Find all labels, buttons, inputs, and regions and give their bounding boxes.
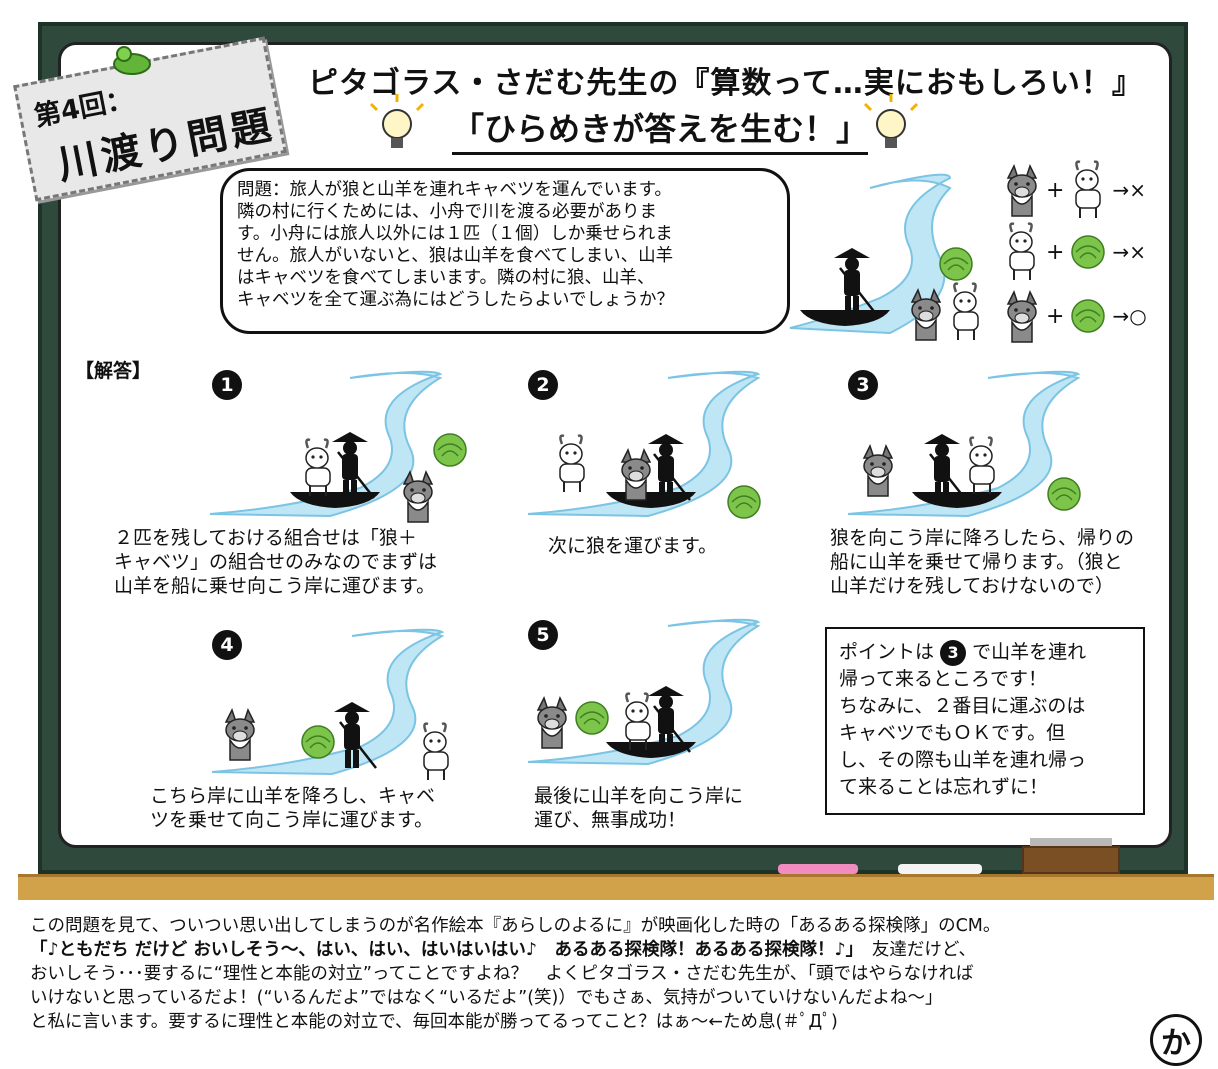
rule-result: →×: [1112, 240, 1146, 264]
step-number: 3: [848, 370, 878, 400]
problem-box: 問題：旅人が狼と山羊を連れキャベツを運んでいます。 隣の村に行くためには、小舟で…: [220, 168, 790, 334]
point-text: ポイントは: [839, 641, 935, 663]
step-3-illustration: [847, 370, 1081, 518]
eraser-felt: [1030, 838, 1112, 848]
point-line: 帰って来るところです！: [839, 668, 1048, 690]
caption-line: キャベツ」の組合せのみなのでまずは: [114, 551, 438, 573]
song-lyrics: 「♪ともだち だけど おいしそう～、はい、はい、はいはいはい♪ あるある探検隊！…: [30, 940, 855, 960]
point-box: ポイントは 3 で山羊を連れ 帰って来るところです！ ちなみに、２番目に運ぶのは…: [825, 627, 1145, 815]
step-caption: 最後に山羊を向こう岸に 運び、無事成功！: [534, 784, 743, 832]
plus-sign: +: [1046, 177, 1065, 203]
caption-line: 最後に山羊を向こう岸に: [534, 785, 744, 807]
step-number: 5: [528, 620, 558, 650]
problem-line: はキャベツを食べてしまいます。隣の村に狼、山羊、: [237, 268, 655, 288]
commentary-line: いけないと思っているだよ！(“いるんだよ”ではなく“いるだよ”(笑)）でもさぁ、…: [30, 988, 943, 1008]
problem-illustration: [789, 173, 980, 342]
plus-sign: +: [1046, 239, 1065, 265]
step-number: 4: [212, 630, 242, 660]
problem-line: 隣の村に行くためには、小舟で川を渡る必要がありま: [237, 202, 657, 222]
lightbulb-icon: [369, 94, 425, 148]
caption-line: ツを乗せて向こう岸に運びます。: [150, 809, 434, 831]
step-caption: 狼を向こう岸に降ろしたら、帰りの 船に山羊を乗せて帰ります。（狼と 山羊だけを残…: [830, 526, 1134, 598]
problem-line: 問題：旅人が狼と山羊を連れキャベツを運んでいます。: [237, 180, 672, 200]
goat-icon: [1008, 222, 1036, 282]
commentary-line: この問題を見て、ついつい思い出してしまうのが名作絵本『あらしのよるに』が映画化し…: [30, 916, 1001, 936]
pink-chalk: [778, 864, 858, 874]
rule-result: →×: [1112, 178, 1146, 202]
commentary-line: 「♪ともだち だけど おいしそう～、はい、はい、はいはいはい♪ あるある探検隊！…: [30, 938, 1200, 962]
caption-line: こちら岸に山羊を降ろし、キャベ: [150, 785, 436, 807]
eraser: [1022, 846, 1120, 874]
author-badge: か: [1150, 1014, 1202, 1066]
step-caption: こちら岸に山羊を降ろし、キャベ ツを乗せて向こう岸に運びます。: [150, 784, 435, 832]
step-caption: ２匹を残しておける組合せは「狼＋ キャベツ」の組合せのみなのでまずは 山羊を船に…: [114, 526, 437, 598]
step-number: 2: [528, 370, 558, 400]
wolf-icon: [1007, 291, 1037, 343]
caption-line: 船に山羊を乗せて帰ります。（狼と: [830, 551, 1123, 573]
cabbage-icon: [939, 247, 973, 281]
page-subtitle: 「ひらめきが答えを生む！」: [452, 104, 869, 155]
caption-line: ２匹を残しておける組合せは「狼＋: [114, 527, 417, 549]
point-line: ちなみに、２番目に運ぶのは: [839, 695, 1086, 717]
goat-icon: [952, 282, 980, 342]
step-4-illustration: [211, 628, 450, 782]
rule-row: + →×: [1002, 160, 1146, 220]
problem-line: す。小舟には旅人以外には１匹（１個）しか乗せられま: [237, 224, 673, 244]
caption-line: 山羊を船に乗せ向こう岸に運びます。: [114, 575, 436, 597]
rule-row: + →×: [1002, 222, 1146, 282]
point-text: で山羊を連れ: [972, 641, 1087, 663]
commentary: この問題を見て、ついつい思い出してしまうのが名作絵本『あらしのよるに』が映画化し…: [30, 914, 1200, 1034]
problem-line: キャベツを全て運ぶ為にはどうしたらよいでしょうか？: [237, 290, 674, 310]
white-chalk: [898, 864, 982, 874]
step-2-illustration: [527, 370, 761, 519]
point-line: し、その際も山羊を連れ帰っ: [839, 749, 1087, 771]
commentary-line: と私に言います。要するに理性と本能の対立で、毎回本能が勝ってるってこと？はぁ～←…: [30, 1012, 838, 1032]
rule-row: + →○: [1002, 291, 1147, 343]
cabbage-icon: [1071, 235, 1106, 269]
caption-line: 山羊だけを残しておけないので）: [830, 575, 1114, 597]
plus-sign: +: [1046, 303, 1065, 329]
answer-label: 【解答】: [75, 360, 152, 382]
cabbage-icon: [1071, 299, 1106, 333]
step-5-illustration: [527, 618, 761, 766]
step-number: 3: [940, 639, 967, 666]
step-number: 1: [212, 370, 242, 400]
pushpin-icon: [113, 46, 151, 75]
point-line: ポイントは 3 で山羊を連れ: [839, 639, 1131, 666]
caption-line: 狼を向こう岸に降ろしたら、帰りの: [830, 527, 1135, 549]
problem-line: せん。旅人がいないと、狼は山羊を食べてしまい、山羊: [237, 246, 674, 266]
traveler-icon: [832, 246, 878, 316]
chalk-ledge: [18, 874, 1214, 900]
page-title: ピタゴラス・さだむ先生の『算数って…実におもしろい！』: [308, 66, 1143, 101]
commentary-line: おいしそう･･･要するに“理性と本能の対立”ってことですよね？ よくピタゴラス・…: [30, 964, 974, 984]
goat-icon: [1075, 160, 1102, 220]
point-line: て来ることは忘れずに！: [839, 776, 1049, 798]
step-1-illustration: [209, 370, 467, 523]
commentary-text: 友達だけど、: [854, 940, 977, 960]
wolf-icon: [1007, 165, 1037, 217]
point-line: キャベツでもＯＫです。但: [839, 722, 1066, 744]
caption-line: 次に狼を運びます。: [548, 535, 718, 557]
rule-result: →○: [1112, 304, 1147, 328]
step-caption: 次に狼を運びます。: [548, 534, 717, 558]
lightbulb-icon: [863, 94, 919, 148]
caption-line: 運び、無事成功！: [534, 809, 687, 831]
